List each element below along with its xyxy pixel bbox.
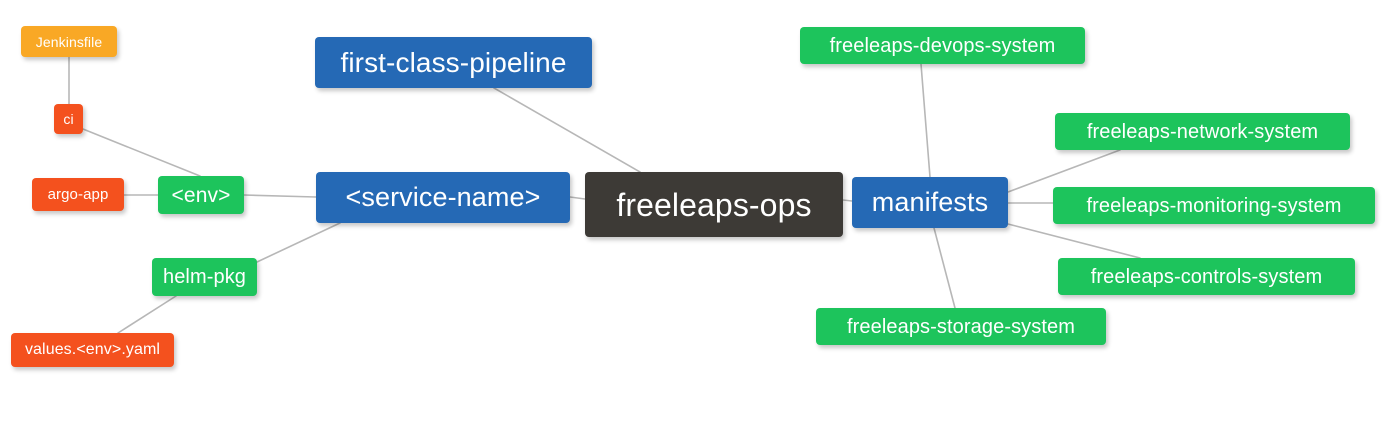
node-label-jenkinsfile: Jenkinsfile — [35, 33, 103, 50]
node-jenkinsfile[interactable]: Jenkinsfile — [21, 26, 117, 57]
edge-manifests-to-freeleaps-network-system — [1007, 149, 1121, 193]
edge-service-name-to-freeleaps-ops — [569, 196, 586, 200]
node-label-env: <env> — [171, 183, 231, 207]
edge-manifests-to-freeleaps-devops-system — [920, 63, 931, 178]
edge-env-to-service-name — [243, 194, 317, 198]
node-freeleaps-storage-system[interactable]: freeleaps-storage-system — [816, 308, 1106, 345]
node-ci[interactable]: ci — [54, 104, 83, 134]
edge-manifests-to-freeleaps-controls-system — [1007, 223, 1141, 259]
node-manifests[interactable]: manifests — [852, 177, 1008, 228]
node-label-argo-app: argo-app — [47, 186, 109, 203]
node-label-freeleaps-ops: freeleaps-ops — [616, 186, 812, 223]
node-first-class-pipeline[interactable]: first-class-pipeline — [315, 37, 592, 88]
edge-manifests-to-freeleaps-storage-system — [933, 227, 956, 309]
edge-freeleaps-ops-to-manifests — [842, 199, 853, 202]
node-helm-pkg[interactable]: helm-pkg — [152, 258, 257, 296]
node-freeleaps-monitoring-system[interactable]: freeleaps-monitoring-system — [1053, 187, 1375, 224]
node-label-freeleaps-storage-system: freeleaps-storage-system — [846, 315, 1076, 338]
edge-helm-pkg-to-values-yaml — [117, 295, 177, 334]
node-freeleaps-controls-system[interactable]: freeleaps-controls-system — [1058, 258, 1355, 295]
node-env[interactable]: <env> — [158, 176, 244, 214]
node-freeleaps-ops[interactable]: freeleaps-ops — [585, 172, 843, 237]
node-label-freeleaps-monitoring-system: freeleaps-monitoring-system — [1086, 194, 1342, 217]
node-label-manifests: manifests — [871, 187, 989, 217]
node-label-freeleaps-controls-system: freeleaps-controls-system — [1090, 265, 1323, 288]
node-label-first-class-pipeline: first-class-pipeline — [340, 46, 567, 78]
edge-first-class-pipeline-to-freeleaps-ops — [493, 87, 641, 173]
node-label-values-yaml: values.<env>.yaml — [24, 341, 161, 358]
edge-ci-to-env — [82, 128, 201, 177]
node-label-freeleaps-devops-system: freeleaps-devops-system — [829, 34, 1056, 57]
node-label-helm-pkg: helm-pkg — [162, 266, 247, 288]
edge-service-name-to-helm-pkg — [256, 222, 341, 263]
node-argo-app[interactable]: argo-app — [32, 178, 124, 211]
node-label-service-name: <service-name> — [345, 182, 541, 212]
node-service-name[interactable]: <service-name> — [316, 172, 570, 223]
node-freeleaps-devops-system[interactable]: freeleaps-devops-system — [800, 27, 1085, 64]
node-label-freeleaps-network-system: freeleaps-network-system — [1086, 120, 1319, 143]
node-label-ci: ci — [63, 111, 74, 127]
node-values-yaml[interactable]: values.<env>.yaml — [11, 333, 174, 367]
node-freeleaps-network-system[interactable]: freeleaps-network-system — [1055, 113, 1350, 150]
